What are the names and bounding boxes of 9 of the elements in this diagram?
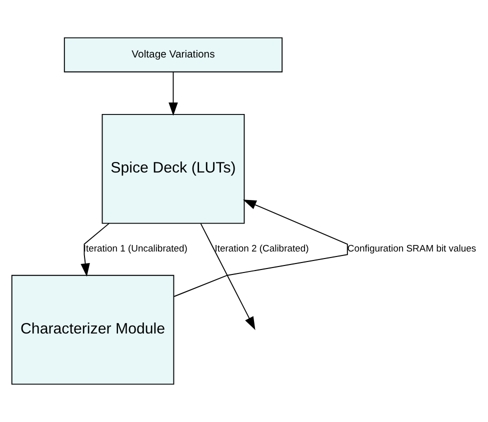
node-box: Voltage Variations [64, 37, 283, 72]
node-box: Spice Deck (LUTs) [102, 114, 245, 224]
arrow [174, 200, 348, 297]
edge-label: Iteration 2 (Calibrated) [214, 244, 309, 255]
node-box: Characterizer Module [11, 274, 174, 385]
edge-label: Iteration 1 (Uncalibrated) [83, 244, 188, 255]
arrow [80, 222, 110, 277]
arrow [200, 223, 256, 330]
arrow [168, 72, 178, 116]
